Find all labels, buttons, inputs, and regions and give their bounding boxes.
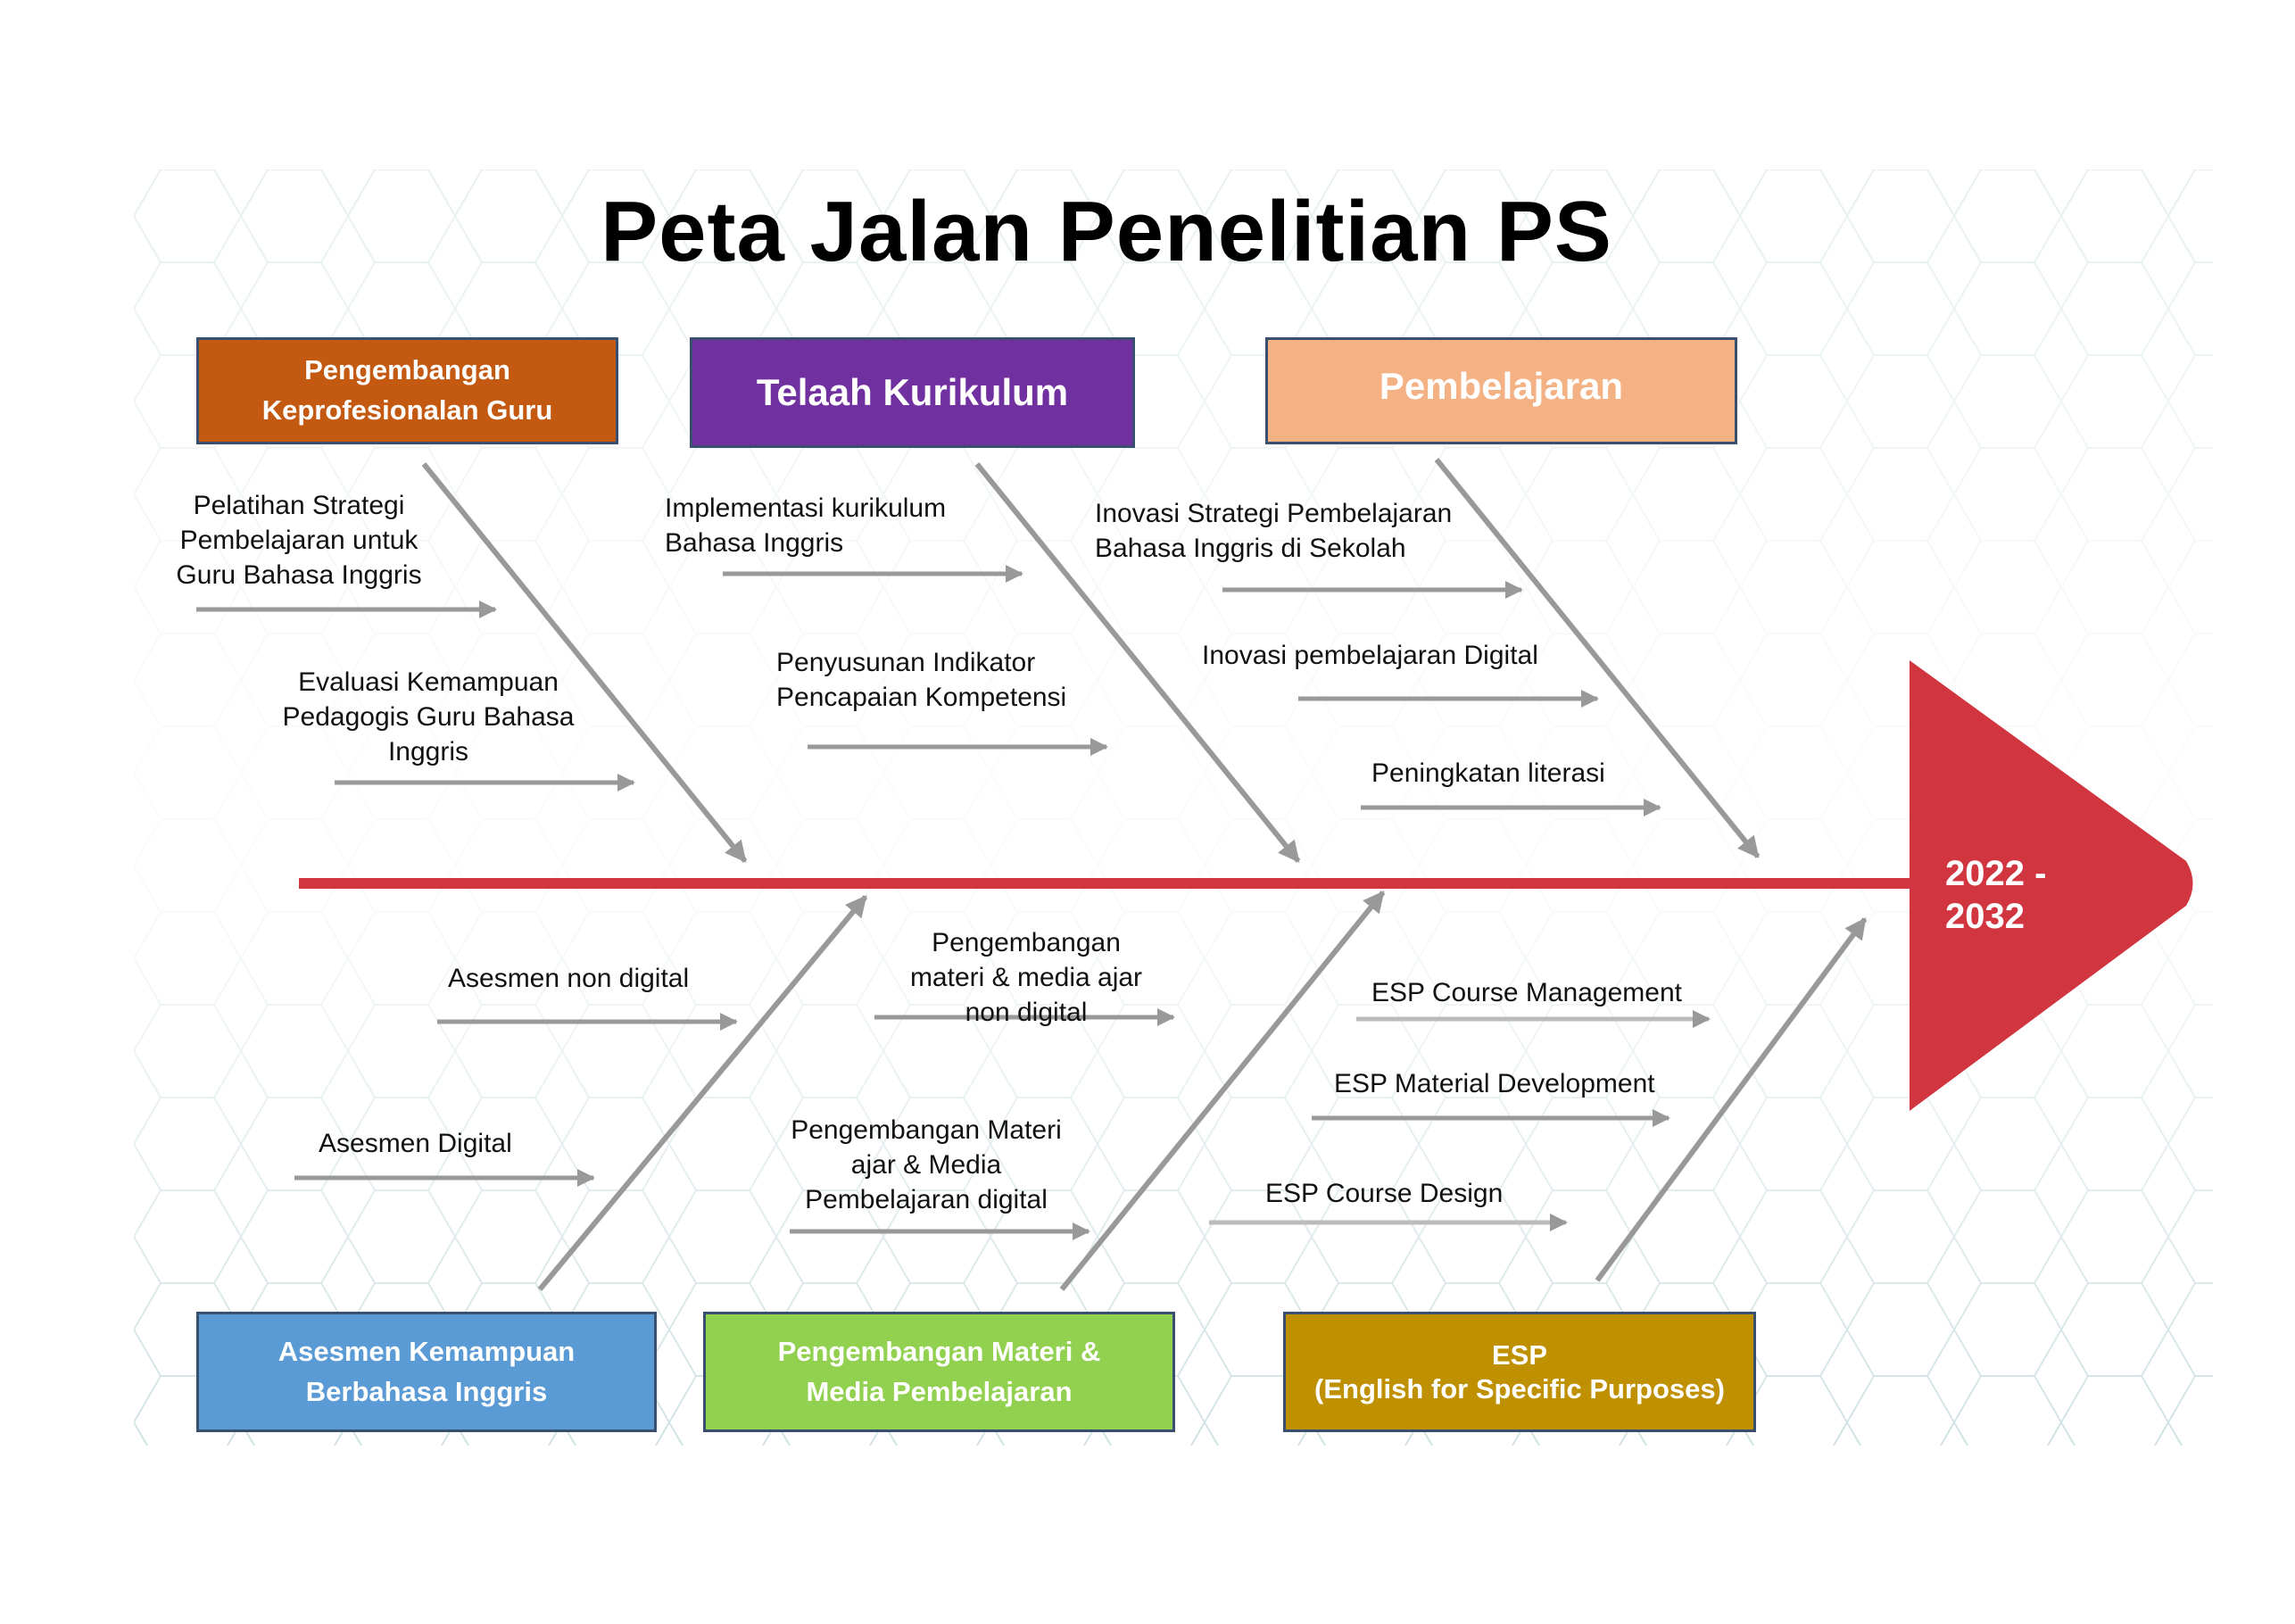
- bone-pengembangan-materi: [1059, 891, 1386, 1291]
- item-asesmen-non-digital: Asesmen non digital: [448, 964, 690, 993]
- page-title: Peta Jalan Penelitian PS: [601, 184, 1612, 279]
- item-peningkatan-literasi: Peningkatan literasi: [1371, 758, 1605, 788]
- category-telaah-kurikulum: Telaah Kurikulum: [690, 337, 1135, 448]
- timeline-year-range: 2022 - 2032: [1945, 854, 2047, 936]
- bone-pengembangan-keprofesionalan-guru: [421, 462, 748, 863]
- category-asesmen-kemampuan: Asesmen Kemampuan Berbahasa Inggris: [196, 1312, 657, 1432]
- category-pengembangan-keprofesionalan-guru: Pengembangan Keprofesionalan Guru: [196, 337, 618, 444]
- bone-telaah-kurikulum: [974, 462, 1301, 863]
- item-esp-course-management: ESP Course Management: [1371, 978, 1682, 1007]
- timeline-arrowhead: [1910, 660, 2193, 1111]
- category-esp: ESP (English for Specific Purposes): [1283, 1312, 1756, 1432]
- bone-asesmen-kemampuan: [537, 895, 868, 1291]
- item-asesmen-digital: Asesmen Digital: [319, 1129, 512, 1158]
- item-inovasi-digital: Inovasi pembelajaran Digital: [1202, 641, 1538, 670]
- item-materi-digital: Pengembangan Materi ajar & Media Pembela…: [791, 1115, 1062, 1214]
- bone-pembelajaran: [1434, 458, 1761, 858]
- category-pengembangan-materi: Pengembangan Materi & Media Pembelajaran: [703, 1312, 1175, 1432]
- item-inovasi-strategi: Inovasi Strategi Pembelajaran Bahasa Ing…: [1095, 499, 1453, 563]
- item-evaluasi-kemampuan: Evaluasi Kemampuan Pedagogis Guru Bahasa…: [282, 667, 575, 766]
- item-penyusunan-indikator: Penyusunan Indikator Pencapaian Kompeten…: [776, 648, 1067, 712]
- item-esp-course-design: ESP Course Design: [1265, 1179, 1504, 1208]
- category-pembelajaran: Pembelajaran: [1265, 337, 1737, 444]
- bone-esp: [1595, 917, 1868, 1282]
- item-implementasi-kurikulum: Implementasi kurikulum Bahasa Inggris: [665, 493, 947, 558]
- item-pelatihan-strategi: Pelatihan Strategi Pembelajaran untuk Gu…: [176, 491, 422, 590]
- item-materi-non-digital: Pengembangan materi & media ajar non dig…: [909, 928, 1143, 1027]
- item-esp-material-development: ESP Material Development: [1334, 1069, 1655, 1098]
